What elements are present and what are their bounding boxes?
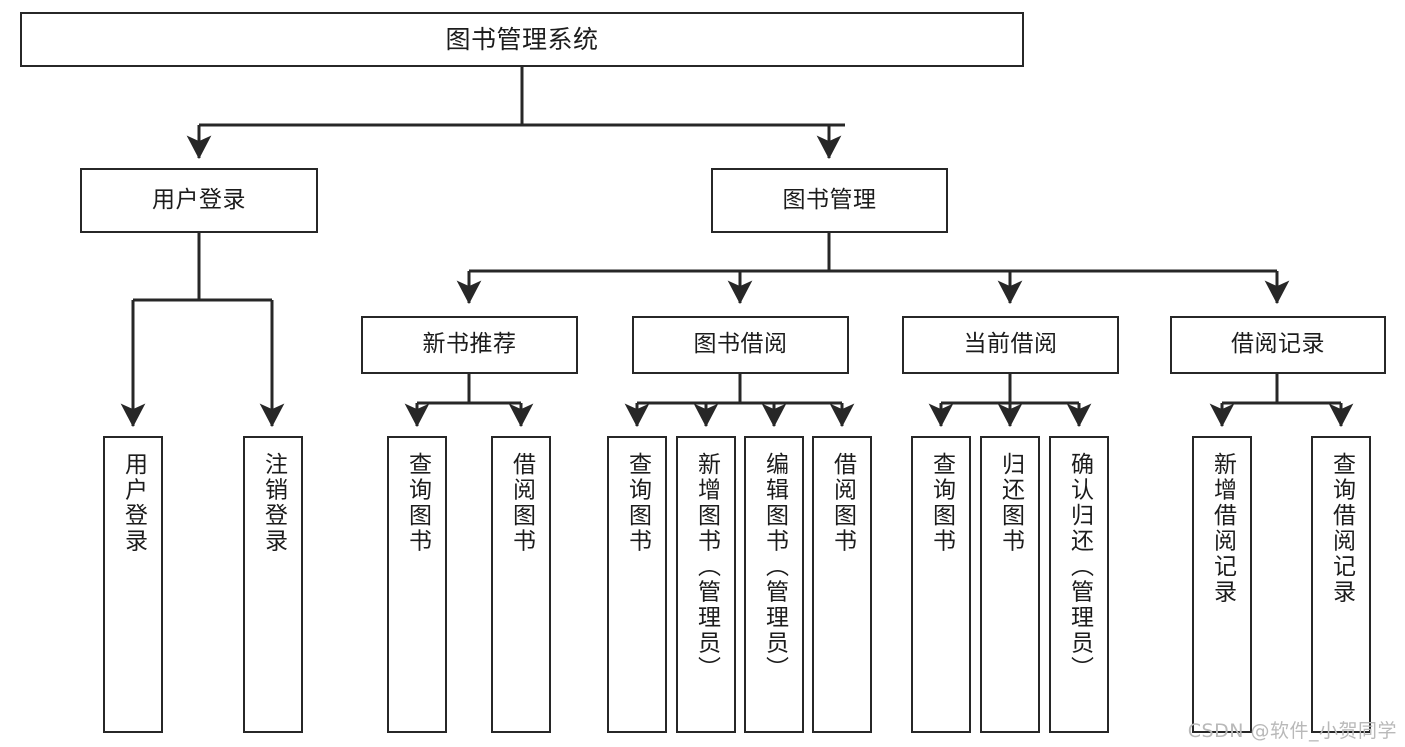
- node-leaf-add-borrow-record[interactable]: 新增借阅记录: [1192, 436, 1252, 733]
- node-label: 用户登录: [152, 186, 246, 213]
- node-label: 新书推荐: [422, 331, 517, 358]
- node-label: 新增借阅记录: [1209, 452, 1236, 605]
- node-label: 当前借阅: [963, 331, 1058, 358]
- node-leaf-query-book-recommend[interactable]: 查询图书: [387, 436, 447, 733]
- node-label: 借阅图书: [829, 452, 856, 554]
- node-leaf-borrow-book-recommend[interactable]: 借阅图书: [491, 436, 551, 733]
- node-leaf-user-login[interactable]: 用户登录: [103, 436, 163, 733]
- node-new-book-recommend[interactable]: 新书推荐: [361, 316, 578, 374]
- node-book-management[interactable]: 图书管理: [711, 168, 948, 233]
- node-label: 注销登录: [260, 452, 287, 554]
- node-label: 查询图书: [928, 452, 955, 554]
- node-leaf-edit-book[interactable]: 编辑图书（管理员）: [744, 436, 804, 733]
- node-label: 确认归还（管理员）: [1066, 452, 1093, 682]
- node-borrow-record[interactable]: 借阅记录: [1170, 316, 1386, 374]
- node-leaf-logout-login[interactable]: 注销登录: [243, 436, 303, 733]
- node-leaf-confirm-return[interactable]: 确认归还（管理员）: [1049, 436, 1109, 733]
- node-leaf-query-book-current[interactable]: 查询图书: [911, 436, 971, 733]
- node-label: 用户登录: [120, 452, 147, 554]
- node-book-borrow[interactable]: 图书借阅: [632, 316, 849, 374]
- node-leaf-borrow-book[interactable]: 借阅图书: [812, 436, 872, 733]
- node-label: 图书借阅: [693, 331, 788, 358]
- node-label: 借阅图书: [508, 452, 535, 554]
- node-label: 借阅记录: [1231, 331, 1325, 358]
- node-leaf-query-book-borrow[interactable]: 查询图书: [607, 436, 667, 733]
- node-root-system[interactable]: 图书管理系统: [20, 12, 1024, 67]
- node-label: 新增图书（管理员）: [693, 452, 720, 682]
- node-leaf-return-book[interactable]: 归还图书: [980, 436, 1040, 733]
- node-label: 图书管理系统: [445, 24, 599, 54]
- node-label: 编辑图书（管理员）: [761, 452, 788, 682]
- node-leaf-query-borrow-record[interactable]: 查询借阅记录: [1311, 436, 1371, 733]
- node-label: 查询图书: [404, 452, 431, 554]
- node-user-login[interactable]: 用户登录: [80, 168, 318, 233]
- node-current-borrow[interactable]: 当前借阅: [902, 316, 1119, 374]
- node-label: 查询图书: [624, 452, 651, 554]
- node-label: 图书管理: [782, 186, 877, 213]
- node-leaf-add-book[interactable]: 新增图书（管理员）: [676, 436, 736, 733]
- node-label: 查询借阅记录: [1328, 452, 1355, 605]
- watermark-text: CSDN @软件_小贺同学: [1187, 720, 1397, 742]
- node-label: 归还图书: [997, 452, 1024, 554]
